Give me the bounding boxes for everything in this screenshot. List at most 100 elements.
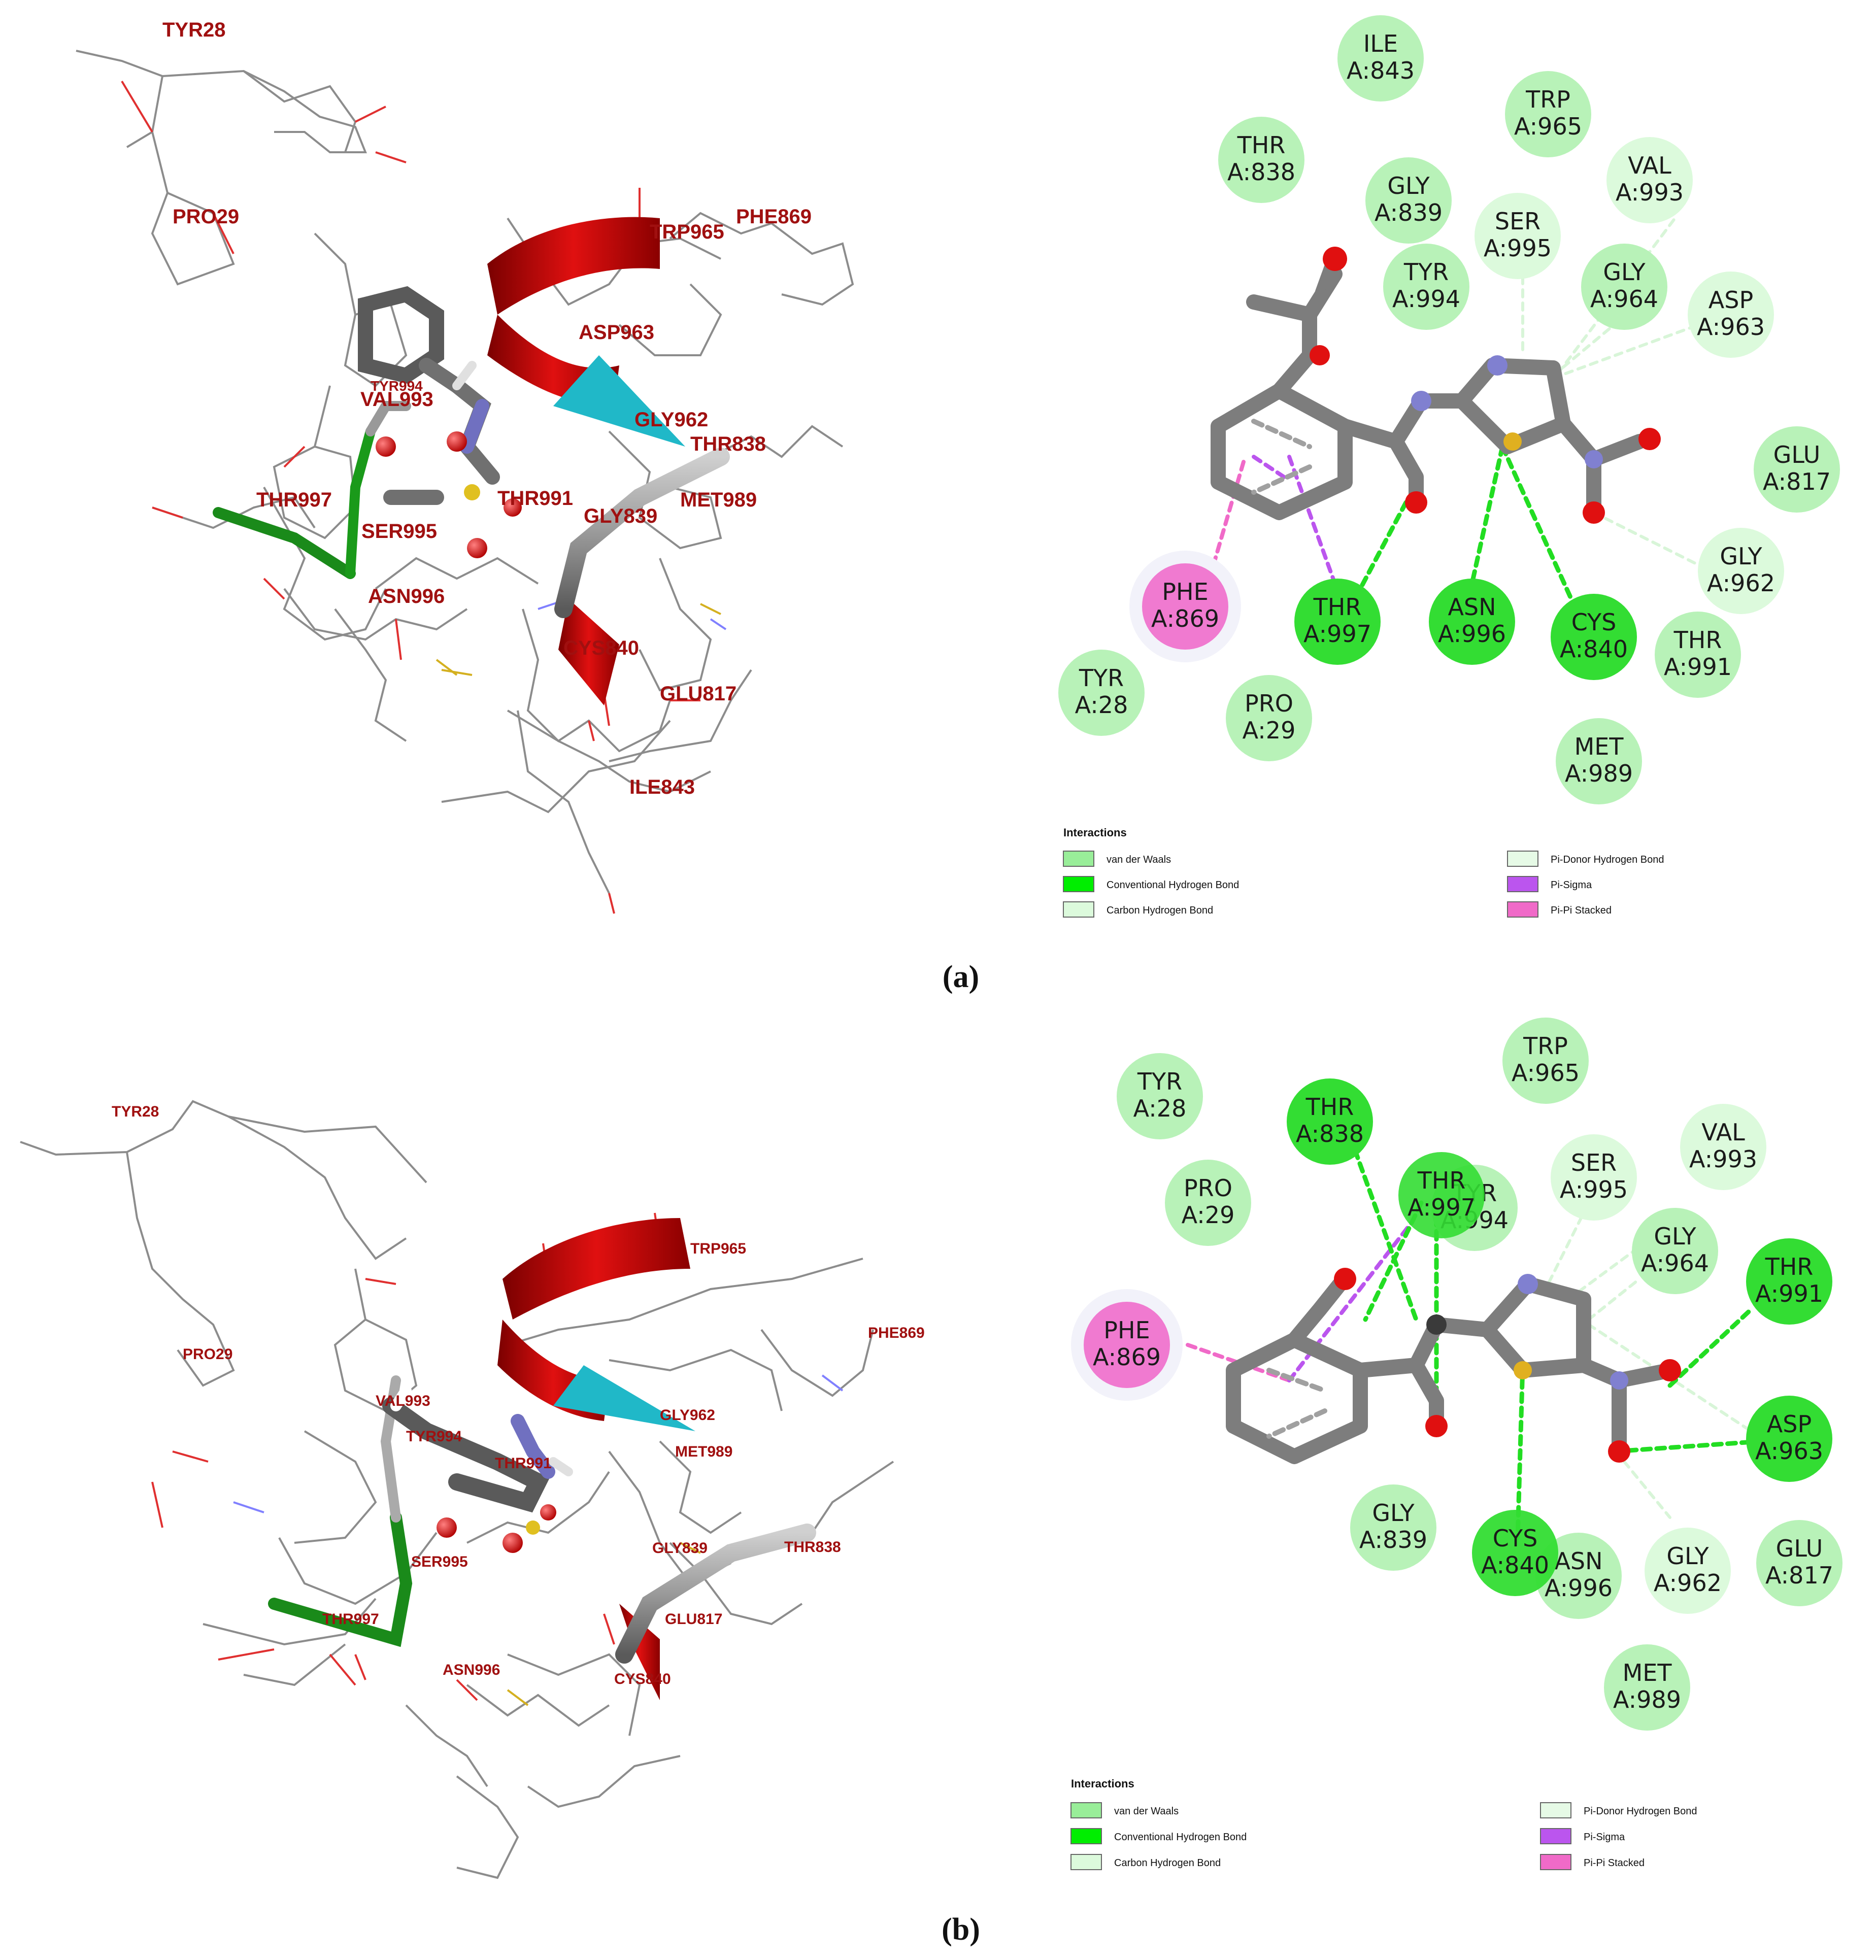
legend-label: Conventional Hydrogen Bond bbox=[1107, 880, 1239, 891]
residue-name: GLY bbox=[1603, 258, 1646, 286]
residue-name: VAL bbox=[1701, 1119, 1745, 1146]
legend-item-pipi: Pi-Pi Stacked bbox=[1507, 901, 1612, 918]
label3d-b-phe869: PHE869 bbox=[868, 1325, 925, 1341]
residue-number: A:989 bbox=[1613, 1686, 1681, 1713]
residue-number: A:963 bbox=[1755, 1437, 1823, 1465]
residue-name: SER bbox=[1571, 1149, 1617, 1176]
residue-number: A:993 bbox=[1689, 1145, 1757, 1173]
label3d-b-tyr994: TYR994 bbox=[406, 1428, 462, 1445]
residue-b-pro29: PRO A:29 bbox=[1165, 1160, 1251, 1246]
residue-name: THR bbox=[1765, 1253, 1814, 1280]
residue-number: A:962 bbox=[1707, 569, 1775, 597]
residue-name: ASP bbox=[1767, 1410, 1812, 1438]
label3d-met989: MET989 bbox=[680, 489, 757, 511]
residue-name: MET bbox=[1623, 1659, 1672, 1686]
residue-number: A:869 bbox=[1093, 1343, 1161, 1371]
label3d-b-thr997: THR997 bbox=[322, 1611, 379, 1628]
legend-label: Pi-Pi Stacked bbox=[1551, 905, 1612, 916]
residue-name: GLY bbox=[1387, 172, 1430, 199]
residue-name: THR bbox=[1237, 131, 1286, 159]
residue-thr997: THR A:997 bbox=[1294, 579, 1381, 665]
residue-name: PRO bbox=[1184, 1174, 1232, 1202]
panel-a-legend: Interactions van der Waals Conventional … bbox=[1063, 826, 1664, 918]
residue-name: ILE bbox=[1363, 30, 1398, 57]
residue-name: CYS bbox=[1571, 609, 1617, 636]
residue-number: A:965 bbox=[1512, 1059, 1580, 1087]
caption-a: (a) bbox=[943, 960, 979, 994]
panel-b-wireframe bbox=[20, 1100, 894, 1879]
residue-number: A:28 bbox=[1133, 1095, 1187, 1122]
residue-name: SER bbox=[1495, 208, 1540, 235]
panel-a-2d-diagram: ILE A:843 TRP A:965 THR A:838 GLY A:839 bbox=[1058, 15, 1840, 918]
residue-gly962: GLY A:962 bbox=[1698, 528, 1784, 614]
residue-number: A:989 bbox=[1565, 760, 1633, 787]
label3d-tyr28: TYR28 bbox=[162, 19, 226, 41]
panel-b-legend: Interactions van der Waals Conventional … bbox=[1070, 1777, 1697, 1870]
residue-number: A:964 bbox=[1590, 285, 1658, 313]
residue-name: GLU bbox=[1776, 1535, 1823, 1562]
residue-number: A:991 bbox=[1664, 653, 1732, 681]
legend-title: Interactions bbox=[1063, 826, 1127, 839]
label3d-thr991: THR991 bbox=[497, 487, 573, 510]
label3d-phe869: PHE869 bbox=[736, 206, 812, 228]
residue-val993: VAL A:993 bbox=[1606, 137, 1693, 223]
residue-phe869: PHE A:869 bbox=[1129, 551, 1241, 662]
legend-item-pisigma: Pi-Sigma bbox=[1507, 876, 1592, 892]
residue-number: A:991 bbox=[1755, 1280, 1823, 1307]
residue-number: A:29 bbox=[1243, 717, 1296, 744]
label3d-b-ser995: SER995 bbox=[411, 1553, 468, 1570]
residue-name: PHE bbox=[1103, 1316, 1150, 1344]
residue-name: PHE bbox=[1162, 578, 1208, 605]
label3d-b-asn996: ASN996 bbox=[443, 1662, 500, 1678]
panel-a-ligand bbox=[358, 286, 522, 558]
residue-b-val993: VAL A:993 bbox=[1680, 1104, 1766, 1190]
label3d-glu817: GLU817 bbox=[660, 683, 736, 705]
caption-b: (b) bbox=[942, 1912, 980, 1947]
residue-b-glu817: GLU A:817 bbox=[1756, 1520, 1842, 1606]
label3d-asn996: ASN996 bbox=[368, 585, 445, 607]
panel-b-3d-labels: TYR28 PRO29 TRP965 PHE869 VAL993 TYR994 … bbox=[112, 1103, 925, 1687]
residue-number: A:817 bbox=[1765, 1562, 1833, 1589]
residue-name: GLY bbox=[1372, 1499, 1415, 1527]
residue-name: ASP bbox=[1708, 286, 1753, 314]
residue-b-tyr28: TYR A:28 bbox=[1117, 1053, 1203, 1139]
residue-name: MET bbox=[1574, 733, 1624, 760]
residue-glu817: GLU A:817 bbox=[1754, 426, 1840, 513]
residue-number: A:840 bbox=[1560, 635, 1628, 663]
panel-b-2d-diagram: TRP A:965 TYR A:28 THR A:838 PRO A:29 bbox=[1070, 1018, 1842, 1870]
legend-label: Pi-Pi Stacked bbox=[1584, 1857, 1645, 1869]
residue-thr991: THR A:991 bbox=[1655, 612, 1741, 698]
panel-b-ligand-2d bbox=[1226, 1268, 1681, 1464]
label3d-thr838: THR838 bbox=[690, 433, 766, 455]
legend-label: Conventional Hydrogen Bond bbox=[1114, 1832, 1247, 1843]
residue-asn996: ASN A:996 bbox=[1429, 579, 1515, 665]
residue-number: A:29 bbox=[1182, 1201, 1235, 1229]
label3d-b-gly962: GLY962 bbox=[660, 1407, 715, 1424]
residue-thr838: THR A:838 bbox=[1218, 117, 1304, 203]
label3d-pro29: PRO29 bbox=[173, 206, 239, 228]
residue-b-trp965: TRP A:965 bbox=[1502, 1018, 1589, 1104]
panel-a-helix bbox=[487, 217, 685, 705]
panel-a-wireframe bbox=[76, 50, 854, 894]
residue-b-thr997: THR A:997 bbox=[1398, 1152, 1485, 1238]
residue-ile843: ILE A:843 bbox=[1337, 15, 1424, 102]
residue-name: TRP bbox=[1523, 1032, 1568, 1060]
legend-b-item-vdw: van der Waals bbox=[1070, 1802, 1179, 1818]
residue-name: PRO bbox=[1245, 690, 1293, 717]
residue-number: A:994 bbox=[1392, 285, 1460, 313]
residue-name: GLY bbox=[1666, 1542, 1709, 1570]
label3d-b-met989: MET989 bbox=[675, 1443, 732, 1460]
panel-a-3d-labels: TYR28 PRO29 TRP965 PHE869 ASP963 VAL993 … bbox=[162, 19, 812, 798]
label3d-b-cys840: CYS840 bbox=[614, 1671, 671, 1687]
residue-gly839: GLY A:839 bbox=[1365, 157, 1452, 244]
residue-pro29: PRO A:29 bbox=[1226, 675, 1312, 761]
label3d-thr997: THR997 bbox=[256, 489, 332, 511]
residue-b-gly964: GLY A:964 bbox=[1632, 1208, 1718, 1294]
label3d-tyr994: TYR994 bbox=[371, 378, 423, 394]
residue-name: VAL bbox=[1628, 152, 1671, 179]
label3d-b-pro29: PRO29 bbox=[183, 1346, 232, 1363]
residue-ser995: SER A:995 bbox=[1475, 193, 1561, 279]
label3d-cys840: CYS840 bbox=[563, 637, 639, 659]
legend-label: Pi-Donor Hydrogen Bond bbox=[1584, 1806, 1697, 1817]
label3d-b-glu817: GLU817 bbox=[665, 1611, 722, 1628]
